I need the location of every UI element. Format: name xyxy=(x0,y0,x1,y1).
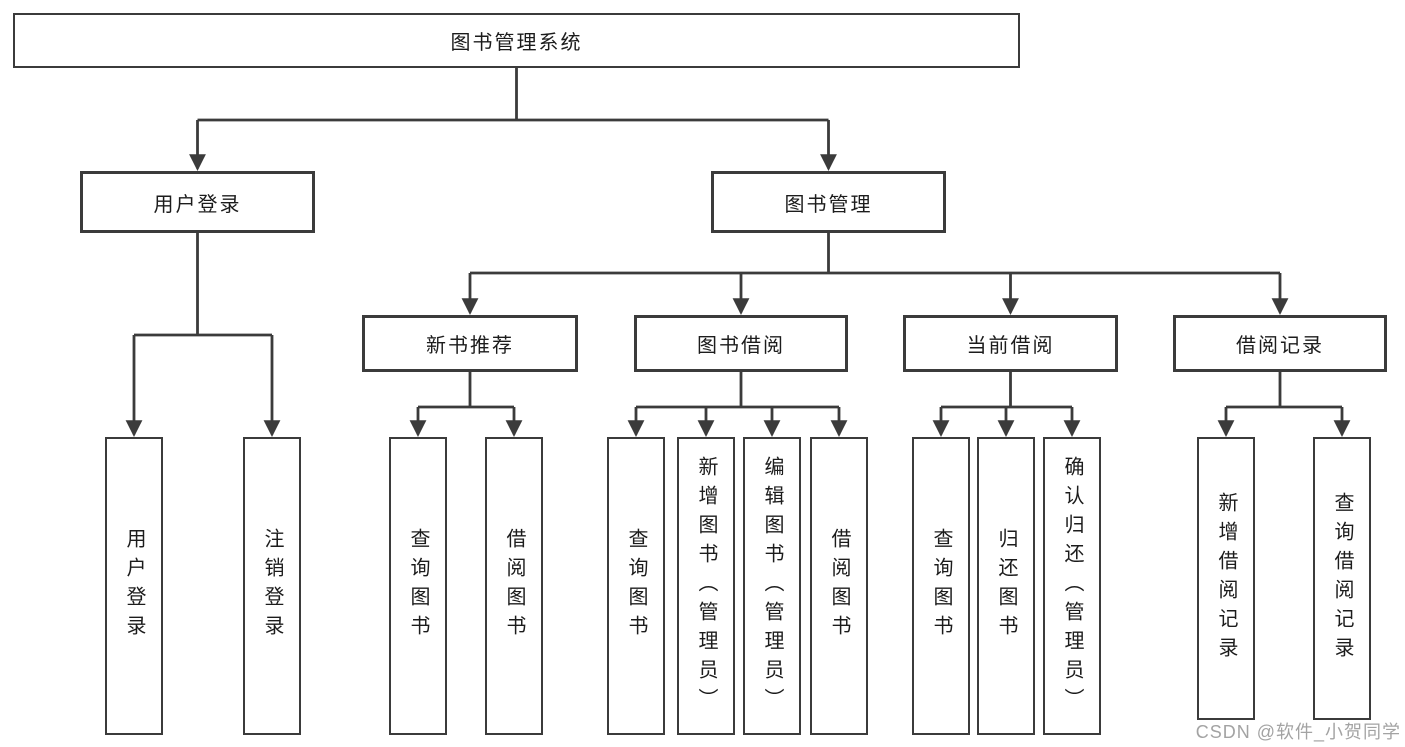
connector-current-borrow-children xyxy=(932,372,1081,438)
connector-new-book-recommend-children xyxy=(409,372,523,438)
leaf-borrow-add-book-admin: 新增图书（管理员） xyxy=(677,437,735,735)
node-label: 新增图书（管理员） xyxy=(695,455,717,717)
leaf-current-query-book: 查询图书 xyxy=(912,437,970,735)
connector-user-login-children xyxy=(125,233,281,438)
node-label: 图书借阅 xyxy=(697,335,785,357)
connector-borrow-record-children xyxy=(1217,372,1351,438)
connector-book-management-children xyxy=(461,233,1289,316)
node-label: 查询图书 xyxy=(930,528,952,644)
node-label: 借阅图书 xyxy=(503,528,525,644)
node-label: 用户登录 xyxy=(153,193,242,216)
node-label: 图书管理 xyxy=(784,193,873,216)
node-label: 查询图书 xyxy=(625,528,647,644)
leaf-record-add: 新增借阅记录 xyxy=(1197,437,1255,720)
node-label: 新书推荐 xyxy=(426,335,514,357)
node-label: 图书管理系统 xyxy=(450,32,583,54)
node-label: 确认归还（管理员） xyxy=(1061,455,1083,717)
node-book-management: 图书管理 xyxy=(711,171,946,233)
csdn-watermark: CSDN @软件_小贺同学 xyxy=(1195,722,1401,742)
node-book-borrow: 图书借阅 xyxy=(634,315,848,372)
node-label: 当前借阅 xyxy=(966,335,1055,357)
node-label: 编辑图书（管理员） xyxy=(761,455,783,717)
node-label: 查询借阅记录 xyxy=(1331,491,1353,666)
node-label: 用户登录 xyxy=(123,528,145,644)
leaf-user-login: 用户登录 xyxy=(105,437,163,735)
leaf-logout: 注销登录 xyxy=(243,437,301,735)
node-current-borrow: 当前借阅 xyxy=(903,315,1118,372)
node-label: 注销登录 xyxy=(261,528,283,644)
leaf-current-return-book: 归还图书 xyxy=(977,437,1035,735)
node-user-login: 用户登录 xyxy=(80,171,315,233)
leaf-record-query: 查询借阅记录 xyxy=(1313,437,1371,720)
leaf-recommend-query-book: 查询图书 xyxy=(389,437,447,735)
node-label: 借阅图书 xyxy=(828,528,850,644)
leaf-borrow-query-book: 查询图书 xyxy=(607,437,665,735)
node-label: 查询图书 xyxy=(407,528,429,644)
node-root-system: 图书管理系统 xyxy=(13,13,1020,68)
node-label: 借阅记录 xyxy=(1236,335,1324,357)
node-label: 新增借阅记录 xyxy=(1215,491,1237,666)
leaf-current-confirm-return-admin: 确认归还（管理员） xyxy=(1043,437,1101,735)
connector-root-to-level1 xyxy=(189,68,837,172)
node-borrow-record: 借阅记录 xyxy=(1173,315,1387,372)
leaf-borrow-edit-book-admin: 编辑图书（管理员） xyxy=(743,437,801,735)
connector-book-borrow-children xyxy=(627,372,848,438)
node-label: 归还图书 xyxy=(995,528,1017,644)
leaf-borrow-borrow-book: 借阅图书 xyxy=(810,437,868,735)
leaf-recommend-borrow-book: 借阅图书 xyxy=(485,437,543,735)
node-new-book-recommend: 新书推荐 xyxy=(362,315,578,372)
